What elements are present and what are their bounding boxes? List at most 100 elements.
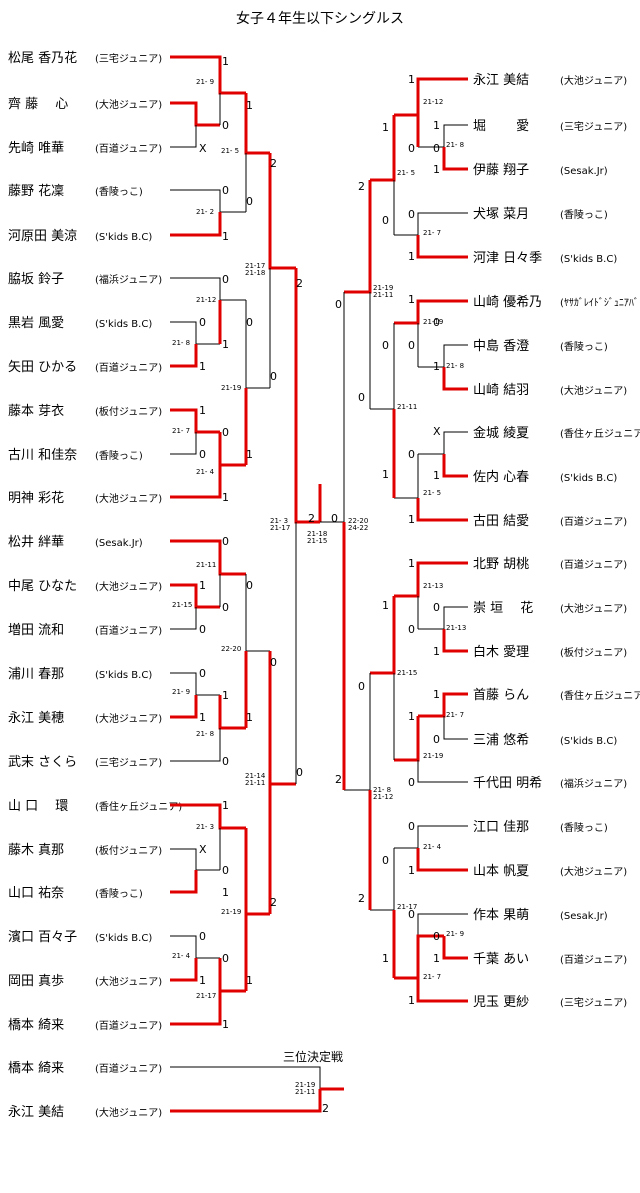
player-name: 山口 祐奈: [8, 886, 64, 901]
player-name: 金城 綾夏: [473, 425, 529, 441]
winner-line: [394, 77, 468, 117]
match-score: 0: [358, 391, 365, 404]
player-club: (百道ジュニア): [560, 953, 627, 966]
match-score: 0: [222, 864, 229, 877]
player-club: (百道ジュニア): [95, 361, 162, 374]
player-name: 藤野 花凜: [8, 183, 64, 199]
player-name: 佐内 心春: [473, 469, 529, 485]
match-score: 0: [358, 680, 365, 693]
winner-line: [442, 629, 468, 653]
match-score: 1: [382, 468, 389, 481]
match-score: 2: [296, 277, 303, 290]
player-club: (Sesak.Jr): [560, 166, 608, 177]
game-score: 21- 4: [172, 952, 191, 960]
game-score: 21- 5: [423, 489, 441, 497]
match-score: 0: [382, 854, 389, 867]
player-name: 岡田 真歩: [8, 974, 64, 989]
game-score: 21-17: [196, 992, 216, 1000]
match-score: 1: [433, 688, 440, 701]
match-score: 1: [408, 250, 415, 263]
match-score: 0: [222, 426, 229, 439]
bracket-line: [170, 672, 220, 696]
player-name: 橋本 綺来: [8, 1017, 64, 1033]
player-name: 中島 香澄: [473, 339, 529, 354]
winner-line: [344, 180, 372, 294]
player-club: (板付ジュニア): [95, 405, 162, 418]
bracket-line: [418, 124, 468, 148]
player-name: 松尾 香乃花: [8, 50, 77, 66]
match-score: 0: [335, 298, 342, 311]
match-score: 1: [433, 119, 440, 132]
player-name: 武末 さくら: [8, 755, 77, 770]
bracket-line: [370, 323, 395, 410]
match-score: X: [433, 425, 441, 438]
bracket-line: [418, 606, 468, 630]
player-club: (大池ジュニア): [95, 580, 162, 593]
winner-line: [442, 454, 468, 478]
player-name: 松井 絆華: [8, 535, 64, 550]
match-score: 0: [408, 142, 415, 155]
player-club: (板付ジュニア): [560, 646, 627, 659]
match-score: 0: [199, 930, 206, 943]
winner-line: [394, 561, 468, 598]
player-name: 三浦 悠希: [473, 733, 529, 748]
match-score: 1: [433, 360, 440, 373]
game-score: 21-19: [221, 384, 241, 392]
match-score: 0: [382, 339, 389, 352]
match-score: 1: [222, 689, 229, 702]
player-club: (香陵っこ): [95, 186, 143, 198]
player-name: 山崎 結羽: [473, 383, 529, 398]
winner-line: [268, 153, 296, 270]
winner-line: [394, 299, 468, 325]
game-score: 21- 9: [172, 688, 190, 696]
player-club: (香住ヶ丘ジュニア): [560, 427, 640, 440]
match-score: 1: [408, 710, 415, 723]
game-score: 21-12: [423, 98, 443, 106]
bracket-line: [170, 321, 220, 345]
match-score: 1: [408, 864, 415, 877]
winner-line: [170, 695, 198, 719]
match-score: 0: [246, 316, 253, 329]
player-name: 江口 佳那: [473, 820, 529, 835]
match-score: 1: [382, 121, 389, 134]
winner-line: [170, 583, 220, 609]
bracket-line: [418, 344, 468, 368]
winner-line: [170, 803, 246, 830]
player-name: 先崎 唯華: [8, 141, 64, 156]
player-name: 永江 美結: [473, 73, 529, 88]
match-score: 0: [433, 733, 440, 746]
winner-line: [268, 651, 296, 786]
match-score: 1: [433, 645, 440, 658]
game-score: 21- 5: [221, 147, 239, 155]
match-score: 0: [222, 119, 229, 132]
winner-line: [394, 934, 444, 980]
match-score: 1: [222, 491, 229, 504]
match-score: 0: [408, 623, 415, 636]
game-score: 21- 8: [196, 730, 214, 738]
game-score: 21-19: [423, 318, 443, 326]
bracket-line: [170, 125, 197, 148]
match-score: 0: [199, 448, 206, 461]
bracket-line: [344, 673, 371, 791]
match-score: 0: [222, 755, 229, 768]
game-score: 21-17: [397, 903, 417, 911]
player-club: (香陵っこ): [560, 822, 608, 834]
winner-line: [170, 408, 220, 434]
match-score: 0: [296, 766, 303, 779]
match-score: 1: [408, 73, 415, 86]
match-score: 2: [270, 157, 277, 170]
game-score: 21- 7: [423, 973, 441, 981]
game-score: 22-20: [221, 645, 241, 653]
player-club: (大池ジュニア): [560, 74, 627, 87]
match-score: 1: [199, 579, 206, 592]
game-score: 21- 4: [196, 468, 215, 476]
match-score: 0: [246, 579, 253, 592]
match-score: 1: [246, 99, 253, 112]
match-score: 1: [199, 974, 206, 987]
player-name: 崇 垣 花: [473, 600, 533, 616]
match-score: 1: [222, 338, 229, 351]
player-club: (三宅ジュニア): [95, 52, 162, 65]
player-club: (百道ジュニア): [95, 1062, 162, 1075]
